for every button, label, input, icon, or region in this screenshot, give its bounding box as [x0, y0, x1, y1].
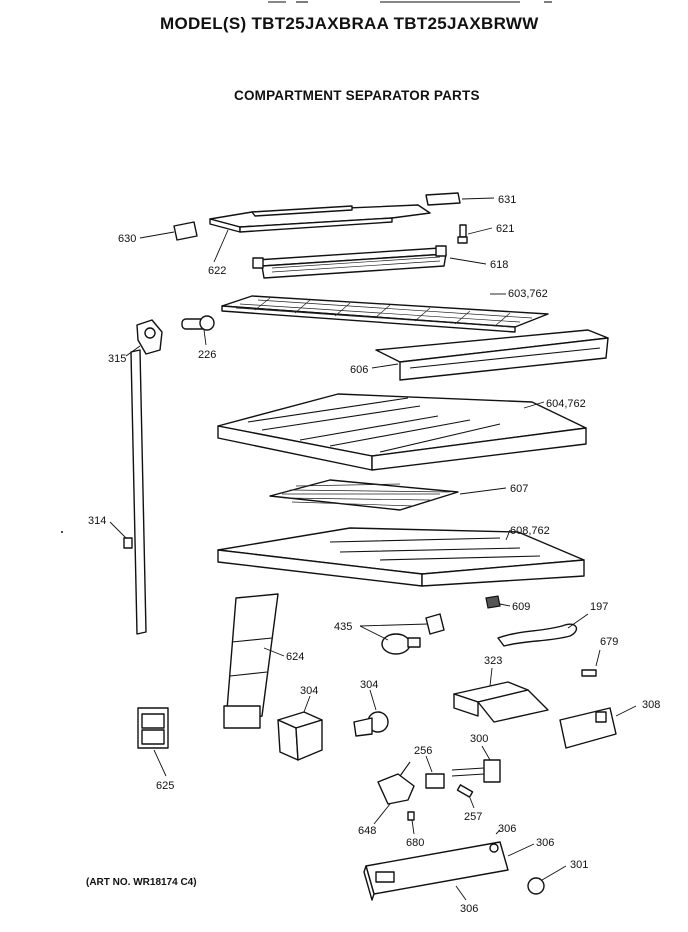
- part-625-control-box: [137, 707, 169, 749]
- part-301-knob: [527, 877, 545, 895]
- part-607-mesh: [269, 479, 459, 511]
- callout-labels: 631 630 621 622 618 603,762 315 226 606 …: [88, 194, 660, 915]
- callout-607: 607: [510, 483, 528, 495]
- callout-197: 197: [590, 601, 608, 613]
- part-618-channel: [252, 245, 447, 279]
- callout-630: 630: [118, 233, 136, 245]
- callout-608: 608,762: [510, 525, 550, 537]
- callout-625: 625: [156, 780, 174, 792]
- part-197-flap: [497, 623, 578, 647]
- callout-618: 618: [490, 259, 508, 271]
- callout-304-b: 304: [360, 679, 378, 691]
- callout-680: 680: [406, 837, 424, 849]
- callout-606: 606: [350, 364, 368, 376]
- part-603-shelf: [221, 295, 549, 333]
- part-621-clip: [457, 224, 468, 244]
- callout-631: 631: [498, 194, 516, 206]
- section-title: COMPARTMENT SEPARATOR PARTS: [234, 88, 480, 103]
- callout-306-a: 306: [498, 823, 516, 835]
- callout-308: 308: [642, 699, 660, 711]
- callout-314: 314: [88, 515, 106, 527]
- callout-304-a: 304: [300, 685, 318, 697]
- part-323-timer: [453, 681, 549, 723]
- callout-604: 604,762: [546, 398, 586, 410]
- part-648-motor: [377, 761, 415, 805]
- part-304-housing-a: [277, 711, 323, 761]
- callout-315: 315: [108, 353, 126, 365]
- part-622-cover-plate: [209, 204, 431, 233]
- callout-609: 609: [512, 601, 530, 613]
- callout-621: 621: [496, 223, 514, 235]
- callout-256: 256: [414, 745, 432, 757]
- callout-323: 323: [484, 655, 502, 667]
- callout-306-c: 306: [460, 903, 478, 915]
- part-624-duct: [223, 593, 279, 729]
- part-680-screw: [407, 811, 415, 821]
- art-number: (ART NO. WR18174 C4): [86, 877, 197, 888]
- callout-leaders: [109, 197, 637, 901]
- part-300-thermostat: [451, 759, 501, 783]
- callout-226: 226: [198, 349, 216, 361]
- callout-622: 622: [208, 265, 226, 277]
- model-title: MODEL(S) TBT25JAXBRAA TBT25JAXBRWW: [160, 14, 539, 33]
- part-435-bulb: [381, 613, 445, 655]
- callout-306-b: 306: [536, 837, 554, 849]
- part-609-clip: [485, 595, 501, 609]
- part-315-hinge: [136, 319, 163, 355]
- part-314-rod: [123, 349, 147, 635]
- callout-300: 300: [470, 733, 488, 745]
- callout-435: 435: [334, 621, 352, 633]
- callout-257: 257: [464, 811, 482, 823]
- callout-301: 301: [570, 859, 588, 871]
- part-257-screw: [456, 784, 474, 798]
- part-256-relay: [425, 773, 445, 789]
- callout-603: 603,762: [508, 288, 548, 300]
- callout-648: 648: [358, 825, 376, 837]
- callout-624: 624: [286, 651, 304, 663]
- part-226-pin: [181, 315, 215, 331]
- part-631-block: [425, 192, 461, 206]
- part-630-bracket: [173, 221, 198, 241]
- part-608-lower-cover: [217, 527, 585, 587]
- part-606-frame: [375, 329, 609, 381]
- part-308-bracket: [559, 707, 617, 749]
- part-679-screw: [581, 669, 597, 677]
- part-604-crisper-cover: [217, 393, 587, 471]
- part-304-knob-b: [353, 711, 389, 737]
- callout-679: 679: [600, 636, 618, 648]
- speck: [61, 531, 63, 533]
- part-306-base-bracket: [363, 841, 509, 901]
